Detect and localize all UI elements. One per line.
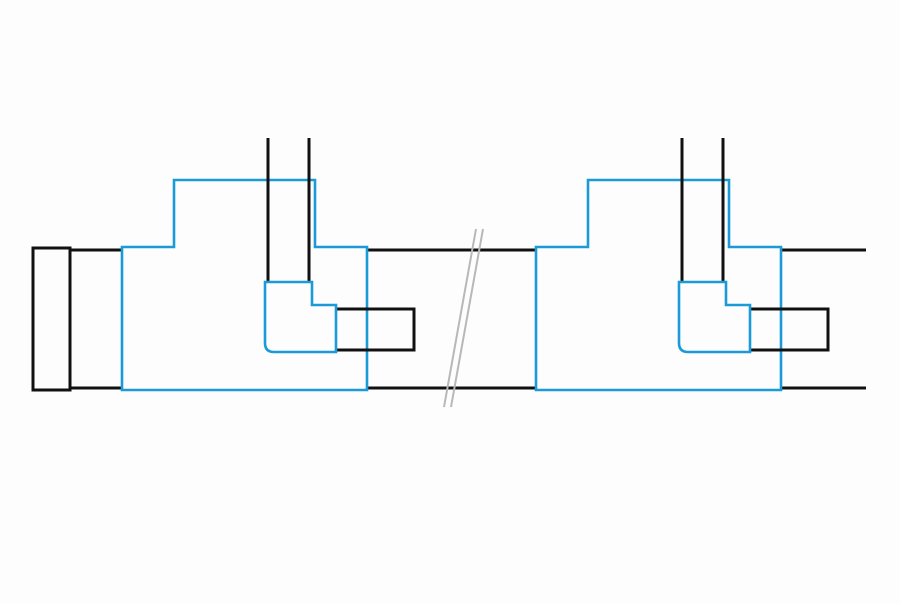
pipe-end-cap — [31, 246, 72, 392]
elbow-fitting — [677, 280, 752, 354]
break-line-1 — [443, 228, 477, 408]
tee-fitting-outline — [534, 178, 783, 392]
tee-fitting-outline — [120, 178, 369, 392]
horizontal-main-pipe — [70, 248, 866, 390]
pipe-break-symbol — [443, 228, 484, 408]
side-branch-pipe — [336, 307, 416, 352]
break-line-2 — [450, 228, 484, 408]
fitting-unit-right — [534, 138, 830, 392]
side-branch-pipe — [750, 307, 830, 352]
elbow-fitting — [263, 280, 338, 354]
fitting-unit-left — [120, 138, 416, 392]
